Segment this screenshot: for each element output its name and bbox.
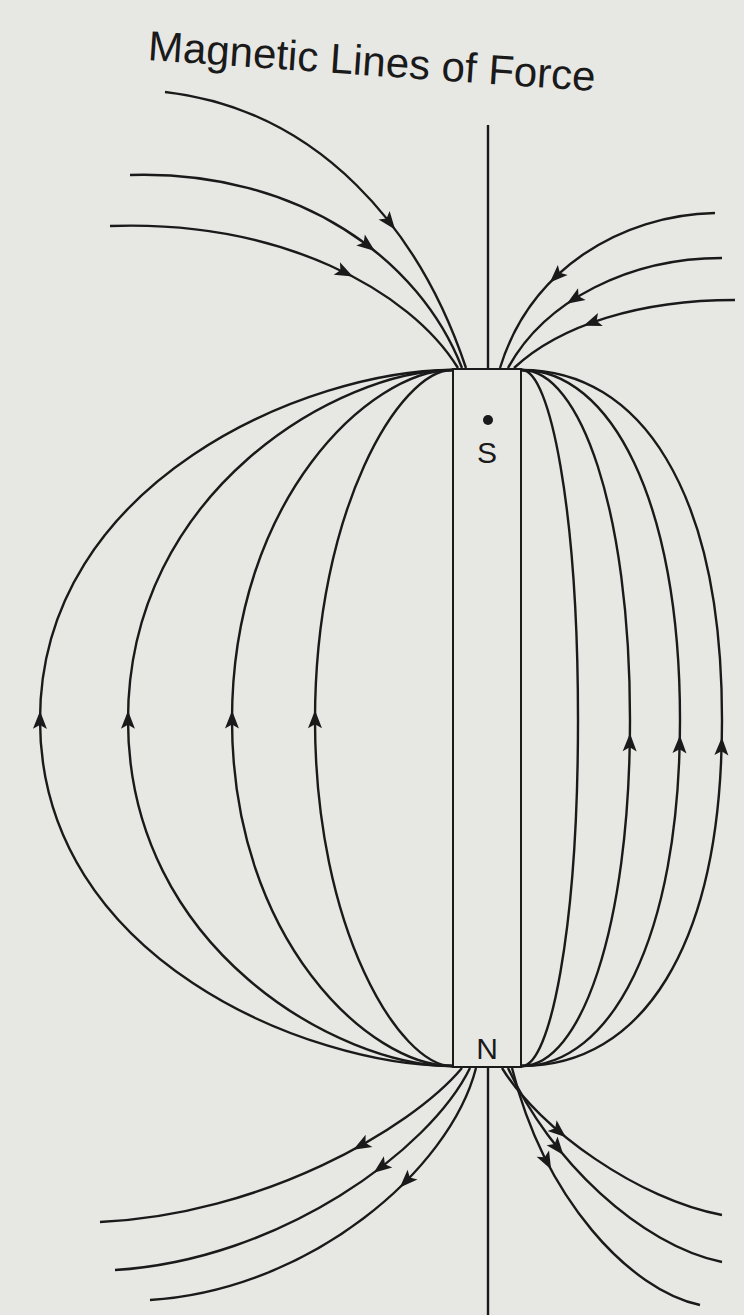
field-line [500,213,715,368]
field-line [508,1068,722,1262]
field-line [522,370,578,1066]
field-line [40,370,452,1066]
arrowheads [33,211,729,1192]
pole-label: S [477,438,497,468]
field-line [232,370,452,1066]
axis-line [487,125,489,368]
arrowhead [370,1156,393,1178]
arrowhead [379,211,401,234]
arrowhead [334,262,356,283]
field-line [128,370,452,1066]
arrowhead [548,1120,571,1142]
field-line [512,1068,700,1305]
arrowhead [395,1170,418,1193]
pole-label: N [476,1034,498,1064]
field-line [150,1068,476,1300]
field-line [514,300,735,368]
arrowhead [121,711,135,729]
field-line [522,370,630,1066]
arrowhead [545,265,568,288]
arrowhead [225,710,239,728]
field-line [110,226,458,368]
arrowhead [537,1150,558,1172]
diagram-title: Magnetic Lines of Force [147,22,597,101]
arrowhead [356,234,379,256]
field-line [502,1068,722,1215]
pole-dot [483,415,493,425]
arrowhead [547,1137,569,1160]
arrowhead [33,711,47,729]
field-line [130,175,462,368]
arrowhead [308,710,322,728]
arrowhead [350,1135,373,1156]
arrowhead [623,733,637,751]
field-line [315,370,452,1066]
bar-magnet: SN [452,368,522,1068]
axis-line [487,1068,489,1315]
field-line [522,370,680,1066]
field-line [165,92,466,368]
arrowhead [673,735,687,753]
field-line [522,370,722,1066]
arrowhead [581,313,603,332]
field-line [508,258,722,368]
arrowhead [714,737,728,755]
arrowhead [563,288,586,310]
